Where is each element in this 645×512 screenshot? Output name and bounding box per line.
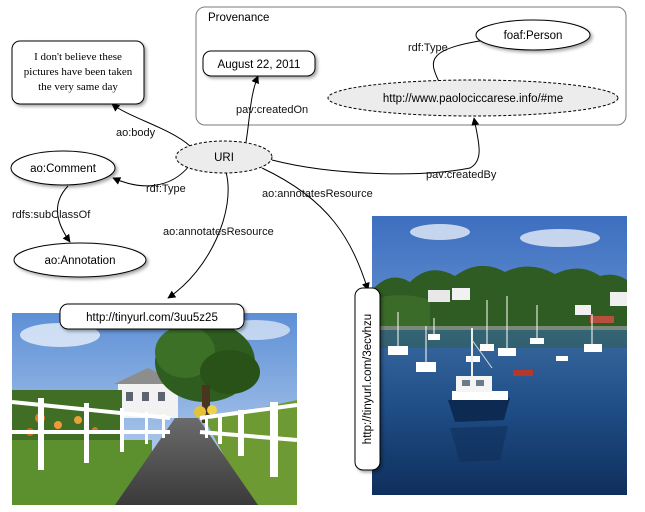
node-uri: URI	[175, 140, 273, 174]
edges	[56, 34, 501, 299]
date-text: August 22, 2011	[218, 59, 301, 71]
comment-line-1: I don't believe these	[34, 51, 122, 63]
edge-labels: ao:body pav:createdOn rdf:Type pav:creat…	[12, 42, 497, 238]
resource-2-text: http://tinyurl.com/3ecvhzu	[362, 314, 374, 444]
edge-ao-body	[111, 103, 191, 147]
edge-rdf-type-comment	[112, 164, 191, 187]
node-foaf-person: foaf:Person	[475, 19, 591, 51]
photo-harbor	[372, 216, 627, 495]
provenance-group: Provenance	[195, 6, 627, 126]
label-rdf-type-person: rdf:Type	[408, 42, 448, 54]
label-annotates-resource-2: ao:annotatesResource	[262, 188, 373, 200]
creator-uri-text: http://www.paolociccarese.info/#me	[383, 93, 563, 105]
node-date: August 22, 2011	[202, 50, 316, 77]
comment-line-2: pictures have been taken	[24, 66, 133, 78]
label-ao-body: ao:body	[116, 127, 156, 139]
ao-comment-text: ao:Comment	[30, 163, 97, 175]
node-creator-uri: http://www.paolociccarese.info/#me	[327, 79, 619, 117]
label-rdf-type-comment: rdf:Type	[146, 183, 186, 195]
comment-line-3: the very same day	[38, 81, 118, 93]
fishing-boat	[448, 328, 510, 462]
edge-annotates-resource-1	[167, 171, 229, 299]
edge-pav-createdOn	[245, 75, 259, 143]
label-pav-createdOn: pav:createdOn	[236, 104, 308, 116]
node-ao-comment: ao:Comment	[10, 150, 116, 186]
edge-pav-createdBy	[271, 117, 480, 175]
node-ao-annotation: ao:Annotation	[13, 242, 147, 278]
ao-annotation-text: ao:Annotation	[45, 255, 116, 267]
uri-text: URI	[214, 152, 234, 164]
foaf-person-text: foaf:Person	[504, 30, 563, 42]
edge-rdf-type-person	[432, 34, 501, 85]
edge-rdfs-subclassof	[56, 185, 71, 243]
edge-annotates-resource-2	[261, 167, 370, 291]
label-annotates-resource-1: ao:annotatesResource	[163, 226, 274, 238]
resource-1-text: http://tinyurl.com/3uu5z25	[86, 312, 218, 324]
provenance-title: Provenance	[208, 12, 269, 24]
label-pav-createdBy: pav:createdBy	[426, 169, 497, 181]
node-resource-2: http://tinyurl.com/3ecvhzu	[354, 287, 381, 471]
node-comment-body: I don't believe these pictures have been…	[11, 40, 145, 105]
photo-country-road	[11, 313, 298, 505]
label-rdfs-subclassof: rdfs:subClassOf	[12, 209, 91, 221]
node-resource-1: http://tinyurl.com/3uu5z25	[59, 303, 245, 330]
